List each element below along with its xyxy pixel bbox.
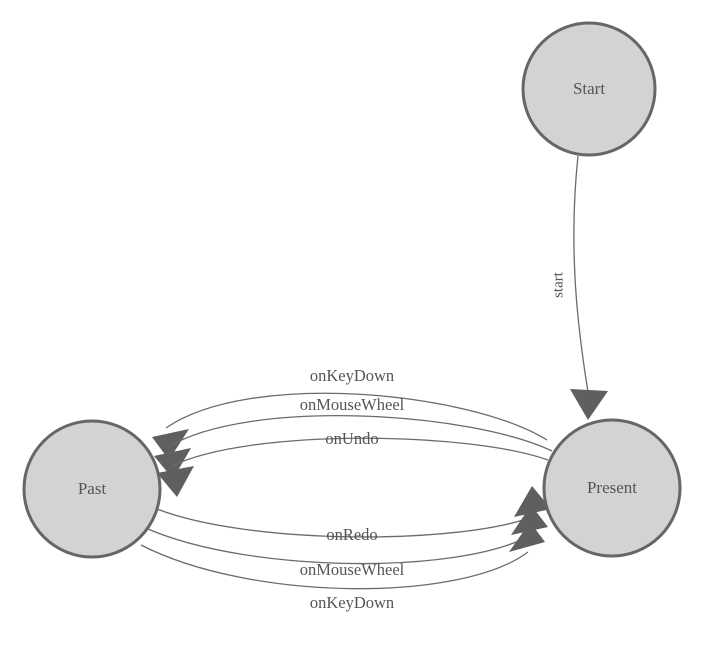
edge-start-path — [573, 155, 589, 393]
edge-redo-to-present-arrowhead — [514, 486, 551, 517]
edge-start-arrowhead — [570, 389, 608, 420]
edge-mousewheel-to-past-arrowhead — [154, 448, 191, 479]
node-start[interactable]: Start — [521, 21, 657, 157]
edge-keydown-to-present[interactable]: onKeyDown — [140, 522, 545, 612]
edge-keydown-to-past-label: onKeyDown — [310, 366, 394, 385]
node-start-label: Start — [573, 79, 605, 98]
edge-redo-to-present-path — [156, 508, 536, 538]
edge-undo-to-past-label: onUndo — [325, 429, 378, 448]
edge-keydown-to-past-path — [165, 392, 548, 441]
node-group: Start Past Present — [22, 21, 682, 559]
edge-mousewheel-to-past[interactable]: onMouseWheel — [154, 395, 553, 479]
node-start-circle — [521, 21, 657, 157]
node-present-label: Present — [587, 478, 637, 497]
edge-keydown-to-past-arrowhead — [152, 429, 189, 460]
edge-keydown-to-present-path — [140, 544, 529, 590]
edge-mousewheel-to-present[interactable]: onMouseWheel — [147, 505, 548, 579]
edge-mousewheel-to-past-path — [167, 415, 553, 452]
node-past-circle — [22, 419, 162, 559]
node-present-circle — [542, 418, 682, 558]
edge-undo-to-past[interactable]: onUndo — [157, 429, 549, 497]
edge-mousewheel-to-present-arrowhead — [511, 505, 548, 535]
node-present[interactable]: Present — [542, 418, 682, 558]
edge-undo-to-past-path — [171, 437, 549, 467]
edge-redo-to-present[interactable]: onRedo — [156, 486, 551, 544]
node-past-label: Past — [78, 479, 107, 498]
edge-undo-to-past-arrowhead — [157, 466, 194, 497]
edge-mousewheel-to-present-path — [147, 528, 532, 565]
edge-keydown-to-present-label: onKeyDown — [310, 593, 394, 612]
edge-keydown-to-present-arrowhead — [509, 522, 545, 552]
edge-group: start onKeyDown onMouseWheel onUndo — [140, 155, 608, 612]
edge-mousewheel-to-past-label: onMouseWheel — [300, 395, 405, 414]
edge-mousewheel-to-present-label: onMouseWheel — [300, 560, 405, 579]
node-past[interactable]: Past — [22, 419, 162, 559]
edge-start-label: start — [550, 271, 566, 298]
edge-redo-to-present-label: onRedo — [326, 525, 377, 544]
edge-keydown-to-past[interactable]: onKeyDown — [152, 366, 548, 460]
edge-start[interactable]: start — [550, 155, 608, 420]
